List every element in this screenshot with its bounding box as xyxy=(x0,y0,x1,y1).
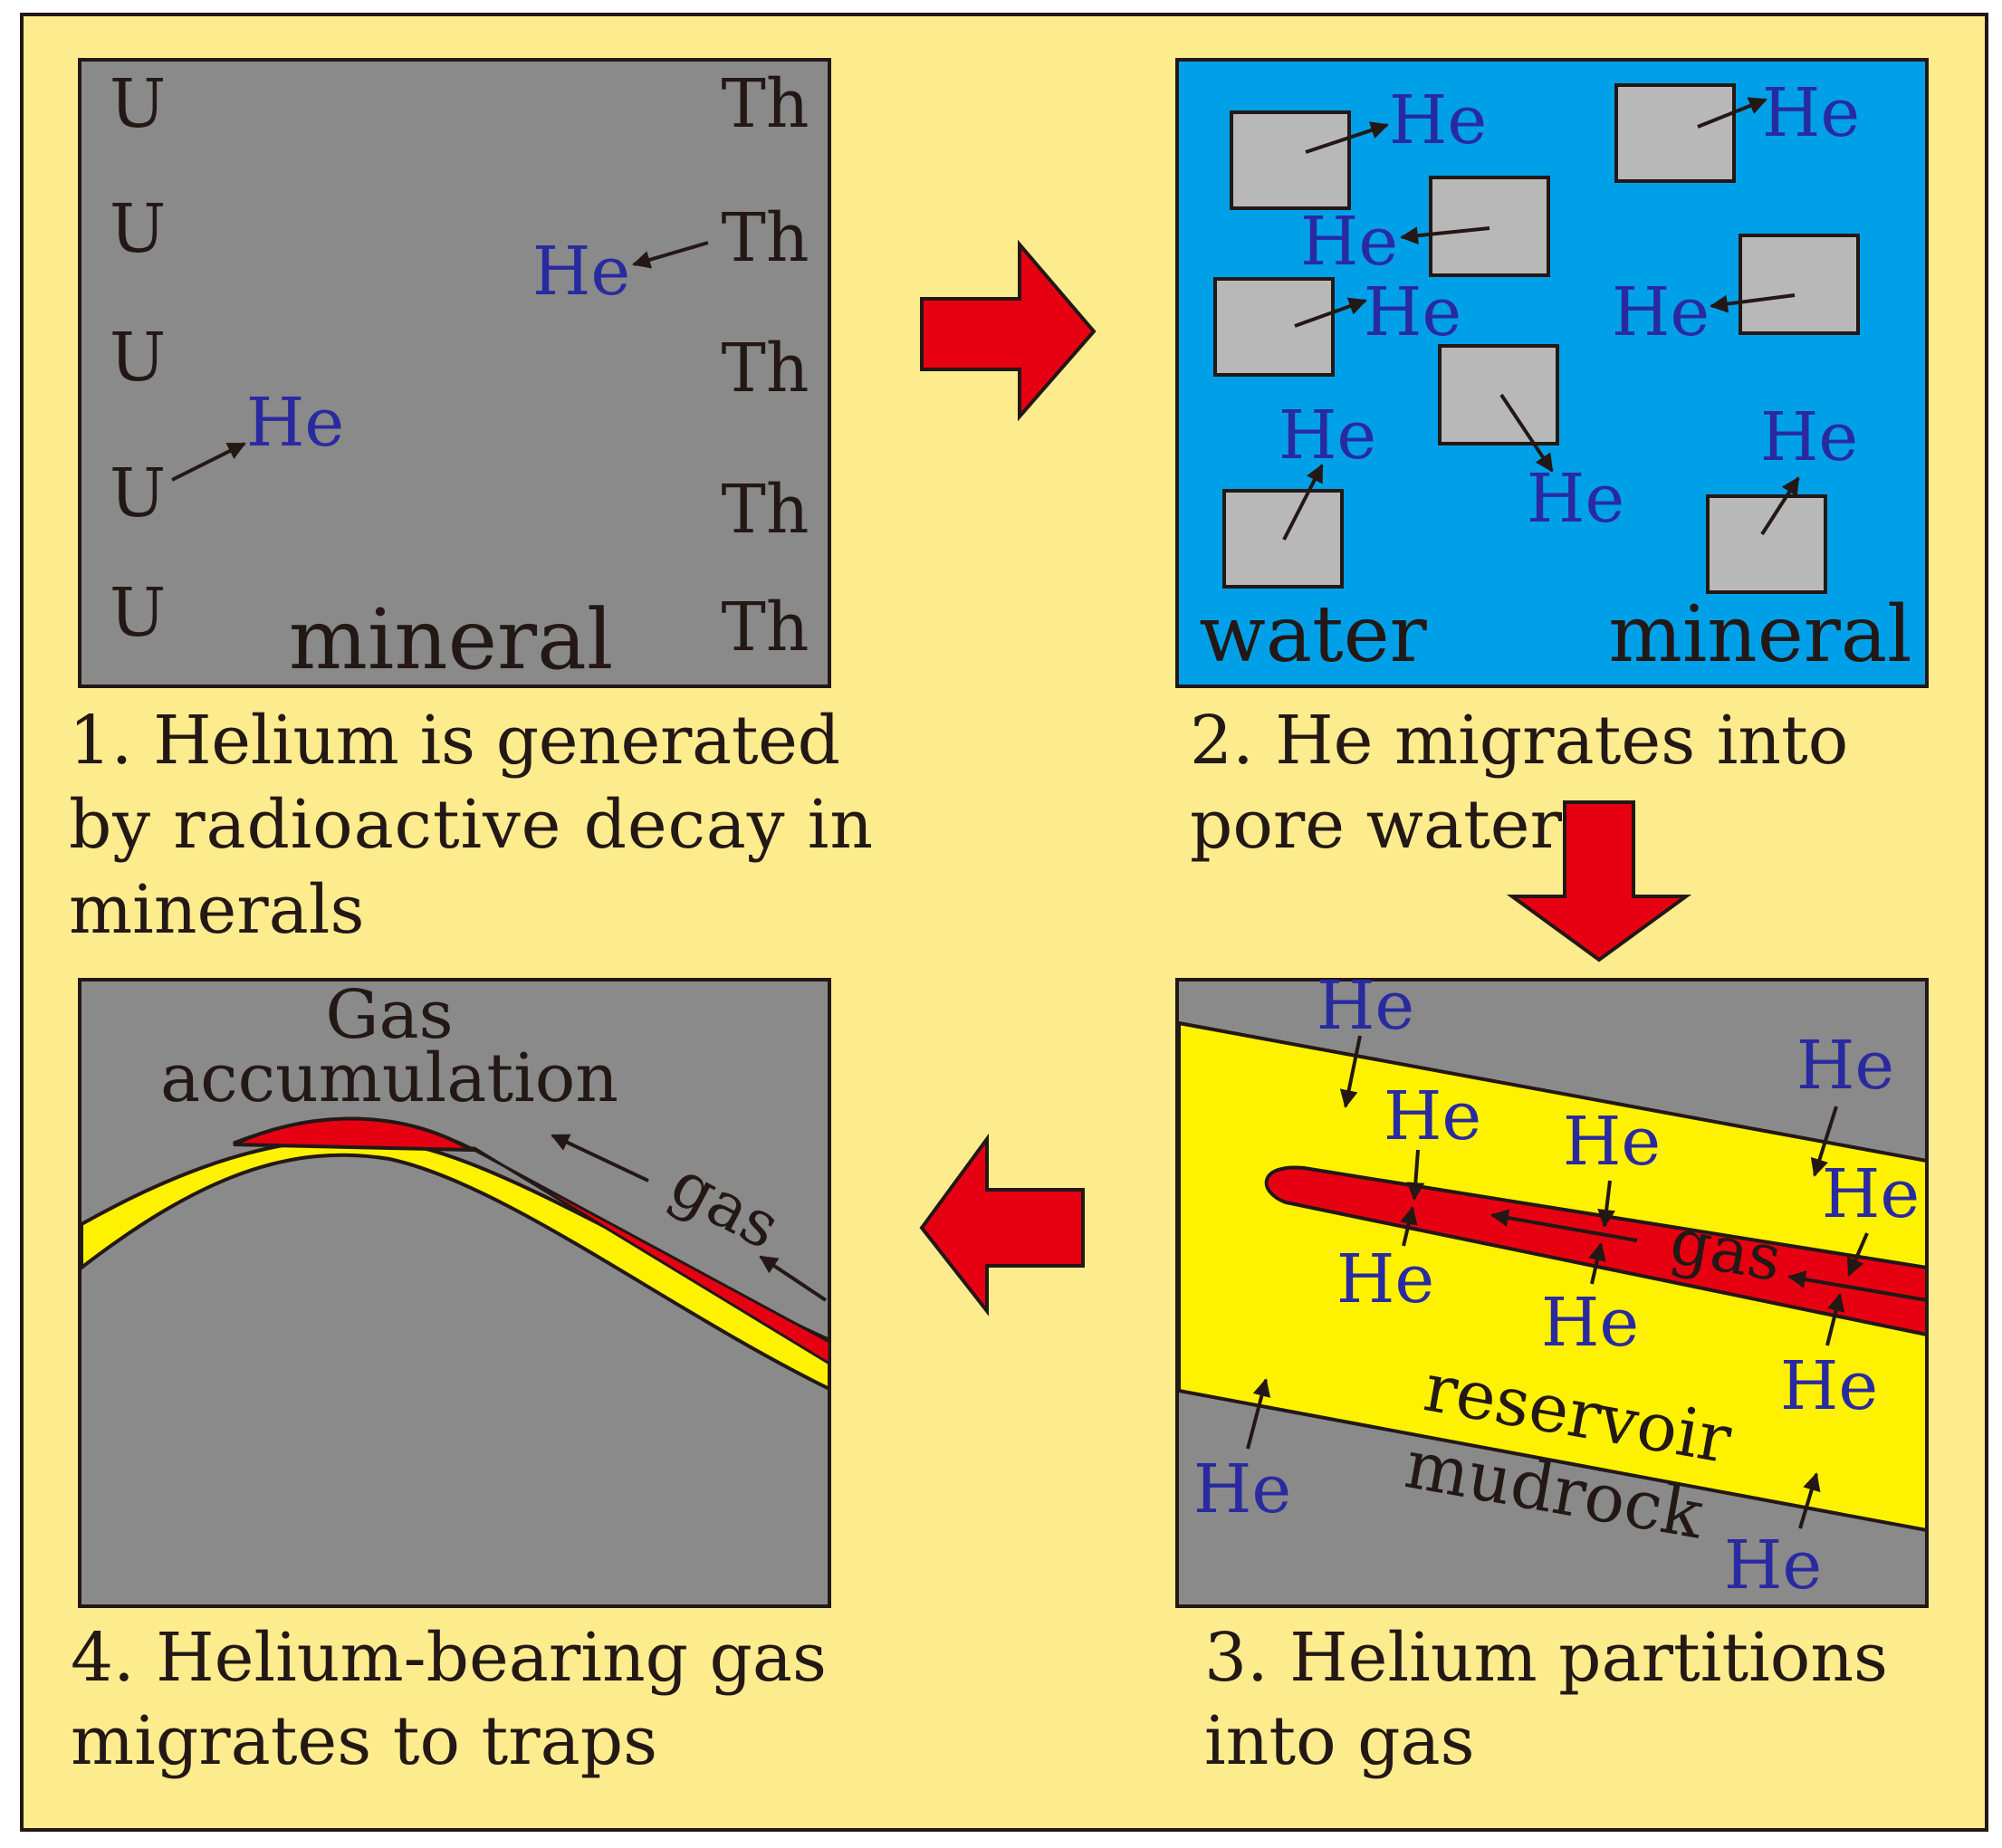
helium-label: He xyxy=(1541,1284,1639,1362)
migration-arrow xyxy=(1697,97,1767,129)
uranium-label: U xyxy=(110,455,166,532)
uranium-label: U xyxy=(110,319,166,397)
migration-arrow xyxy=(1760,476,1800,536)
migration-arrow xyxy=(1400,226,1490,245)
mineral-grain xyxy=(1222,489,1344,589)
flow-arrow-left xyxy=(919,1133,1085,1317)
partition-arrow xyxy=(1588,1242,1606,1285)
panel-1-radioactive-decay: U U U U U Th Th Th Th Th He He mineral 1… xyxy=(69,58,873,949)
helium-label: He xyxy=(1317,967,1414,1045)
migration-arrow xyxy=(1282,464,1324,541)
gas-cap xyxy=(233,1116,478,1153)
thorium-label: Th xyxy=(721,471,809,549)
uranium-label: U xyxy=(110,574,166,652)
migration-arrow xyxy=(1499,393,1554,473)
panel-1-caption: by radioactive decay in xyxy=(69,786,873,864)
partition-arrow xyxy=(1246,1378,1271,1450)
decay-arrow xyxy=(632,241,709,269)
thorium-label: Th xyxy=(721,330,809,407)
reservoir-layer xyxy=(1177,1020,1929,1533)
helium-label: He xyxy=(1796,1027,1894,1105)
helium-label: He xyxy=(1563,1103,1661,1181)
panel-1-caption: minerals xyxy=(69,871,364,949)
partition-arrow xyxy=(1339,1035,1362,1108)
mineral-grain xyxy=(1429,176,1550,277)
helium-label: He xyxy=(1724,1527,1822,1604)
partition-arrow xyxy=(1400,1206,1418,1247)
panel-2-pore-water: He He He He He He He He He water mineral… xyxy=(1175,58,1929,864)
mineral-grain xyxy=(1438,344,1559,445)
partition-arrow xyxy=(1798,1472,1821,1529)
gas-migration-arrow xyxy=(759,1255,828,1302)
mineral-grain xyxy=(1706,494,1827,594)
panel-2-caption: 2. He migrates into xyxy=(1190,702,1848,780)
helium-label: He xyxy=(532,233,630,311)
helium-label: He xyxy=(1612,273,1710,351)
panel-3-gas-partitioning: He He He He He He He He He He He ga xyxy=(1175,967,1929,1780)
panel-1-caption: 1. Helium is generated xyxy=(69,702,840,780)
panel-4-caption: 4. Helium-bearing gas xyxy=(71,1619,827,1697)
panel-3-caption: into gas xyxy=(1204,1702,1475,1780)
decay-arrow xyxy=(171,442,246,482)
helium-label: He xyxy=(1384,1077,1481,1155)
panel-3-caption: 3. Helium partitions xyxy=(1204,1619,1888,1697)
helium-label: He xyxy=(1336,1240,1434,1318)
helium-label: He xyxy=(246,384,344,462)
helium-label: He xyxy=(1527,460,1624,538)
panel-1-mineral-box xyxy=(78,58,831,688)
accumulation-label: Gas xyxy=(325,976,453,1054)
mineral-grain xyxy=(1739,234,1860,335)
uranium-label: U xyxy=(110,190,166,268)
helium-label: He xyxy=(1389,81,1487,159)
gas-migration-arrow xyxy=(551,1134,649,1183)
flow-arrow-down xyxy=(1506,800,1692,962)
helium-label: He xyxy=(1300,203,1398,281)
gas-flow-arrow xyxy=(1787,1270,1928,1302)
panel-2-caption: pore water xyxy=(1190,786,1563,864)
helium-label: He xyxy=(1762,74,1860,152)
mineral-grain xyxy=(1230,110,1351,210)
panel-4-gas-trap: Gas accumulation gas 4. Helium-bearing g… xyxy=(71,976,831,1780)
mineral-label: mineral xyxy=(289,591,614,688)
helium-label: He xyxy=(1279,397,1376,474)
mineral-label: mineral xyxy=(1608,589,1911,680)
helium-label: He xyxy=(1193,1451,1291,1528)
mineral-grain xyxy=(1213,277,1335,377)
partition-arrow xyxy=(1847,1232,1869,1277)
partition-arrow xyxy=(1825,1293,1845,1346)
helium-label: He xyxy=(1822,1155,1920,1233)
mineral-grain xyxy=(1614,83,1736,183)
thorium-label: Th xyxy=(721,589,809,666)
uranium-label: U xyxy=(110,65,166,143)
helium-label: He xyxy=(1780,1347,1878,1425)
water-label: water xyxy=(1199,589,1427,680)
migration-arrow xyxy=(1710,293,1796,313)
partition-arrow xyxy=(1597,1180,1616,1228)
helium-label: He xyxy=(1364,273,1461,351)
flow-arrow-right xyxy=(920,239,1097,422)
gas-flow-arrow xyxy=(1490,1209,1638,1242)
thorium-label: Th xyxy=(721,65,809,143)
thorium-label: Th xyxy=(721,199,809,277)
partition-arrow xyxy=(1406,1149,1425,1201)
panel-4-caption: migrates to traps xyxy=(71,1702,657,1780)
helium-label: He xyxy=(1760,398,1858,476)
partition-arrow xyxy=(1810,1106,1838,1177)
migration-arrow xyxy=(1305,121,1389,154)
accumulation-label: accumulation xyxy=(160,1039,618,1117)
migration-arrow xyxy=(1294,297,1367,328)
